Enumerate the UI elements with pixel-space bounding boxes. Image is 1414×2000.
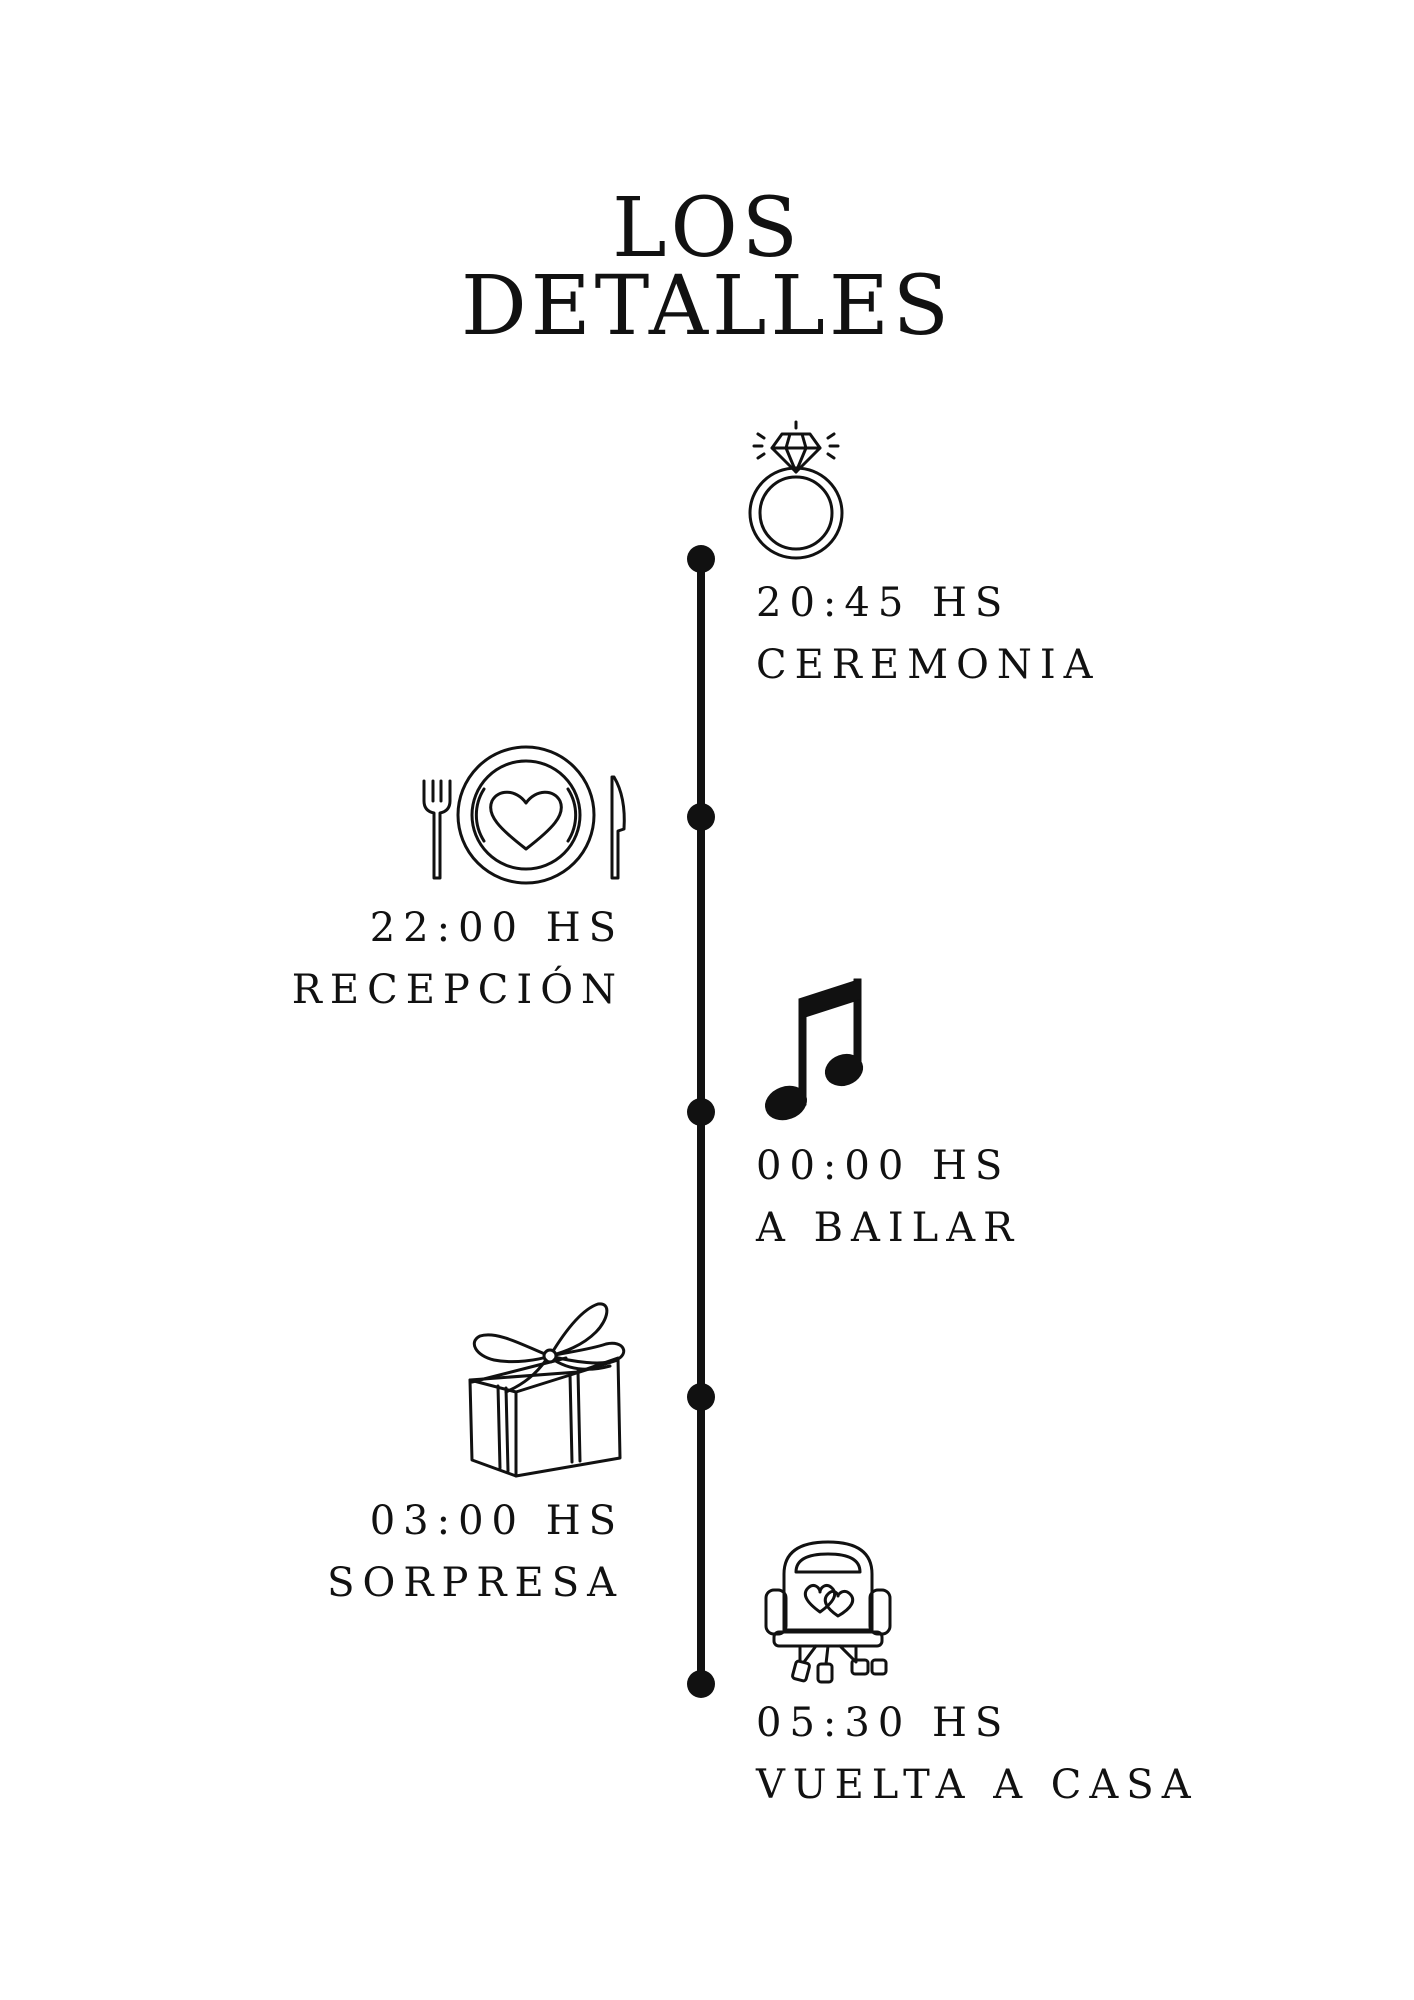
event-a-bailar: 00:00 HS A BAILAR xyxy=(756,1135,1021,1259)
event-label: CEREMONIA xyxy=(756,642,1101,688)
diamond-ring-icon xyxy=(748,420,850,560)
event-vuelta-a-casa: 05:30 HS VUELTA A CASA xyxy=(756,1692,1199,1816)
event-time: 03:00 HS xyxy=(369,1498,624,1544)
event-recepcion: 22:00 HS RECEPCIÓN xyxy=(292,897,624,1021)
event-sorpresa: 03:00 HS SORPRESA xyxy=(327,1490,624,1614)
event-time: 00:00 HS xyxy=(756,1143,1011,1189)
dinner-plate-icon xyxy=(420,743,630,885)
timeline-dot-5 xyxy=(687,1670,715,1698)
title-line-2: DETALLES xyxy=(461,259,953,354)
title-line-1: LOS xyxy=(612,181,802,276)
event-label: SORPRESA xyxy=(327,1560,624,1606)
event-time: 22:00 HS xyxy=(369,905,624,951)
wedding-car-icon xyxy=(760,1534,900,1684)
timeline-dot-3 xyxy=(687,1098,715,1126)
event-label: RECEPCIÓN xyxy=(291,967,624,1013)
timeline-dot-2 xyxy=(687,803,715,831)
gift-box-icon xyxy=(458,1300,630,1480)
event-time: 20:45 HS xyxy=(756,580,1011,626)
timeline-dot-4 xyxy=(687,1383,715,1411)
page-title: LOS DETALLES xyxy=(0,181,1414,354)
timeline-dot-1 xyxy=(687,545,715,573)
music-note-icon xyxy=(764,975,874,1125)
event-label: A BAILAR xyxy=(756,1205,1022,1251)
event-label: VUELTA A CASA xyxy=(756,1762,1199,1808)
event-ceremonia: 20:45 HS CEREMONIA xyxy=(756,572,1101,696)
event-time: 05:30 HS xyxy=(756,1700,1011,1746)
